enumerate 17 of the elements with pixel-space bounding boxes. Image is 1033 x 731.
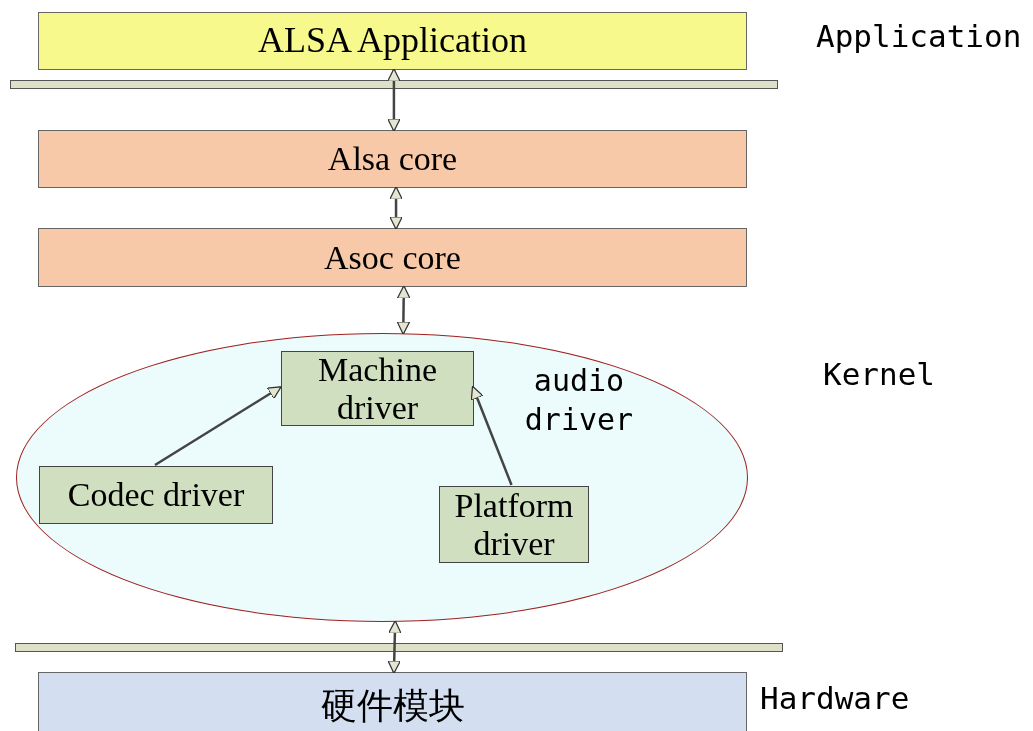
arrow (470, 385, 513, 486)
layer-box: Alsa core (38, 130, 747, 188)
layer-box: ALSA Application (38, 12, 747, 70)
layer-box: 硬件模块 (38, 672, 747, 731)
layer-label: Kernel (823, 356, 935, 392)
driver-box: Machine driver (281, 351, 474, 426)
arrow (389, 186, 403, 230)
driver-box: Codec driver (39, 466, 273, 524)
driver-box: Platform driver (439, 486, 589, 563)
layer-label: Hardware (760, 680, 910, 716)
arrow (387, 620, 402, 674)
layer-label: Application (816, 18, 1022, 54)
arrow (154, 386, 282, 467)
arrow (396, 285, 411, 335)
layer-box: Asoc core (38, 228, 747, 287)
group-label: audio driver (523, 362, 635, 439)
arrow (387, 68, 401, 132)
